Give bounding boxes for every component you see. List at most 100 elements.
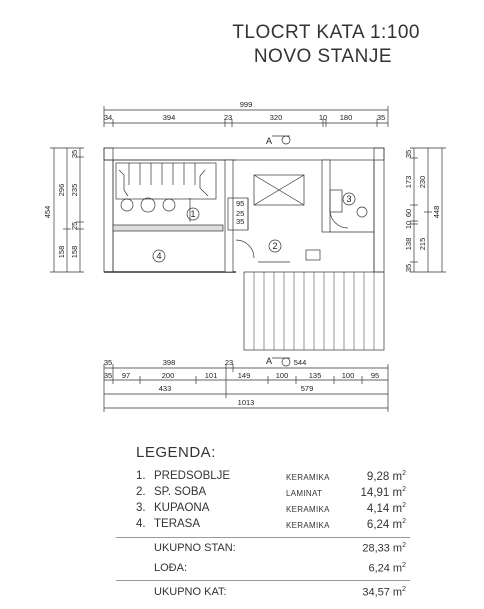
legend-row-area: 14,91 m2 [360,486,406,499]
summary-label: UKUPNO STAN: [154,542,236,554]
summary-label: UKUPNO KAT: [154,586,227,598]
dim-left-inner-1: 35 [70,150,79,158]
dim-bot-r1-4: 544 [294,358,307,367]
wall-right [373,147,385,273]
dim-left-inner-2: 235 [70,184,79,197]
dim-bot-r2-7: 135 [309,371,322,380]
light-fixture-1 [120,198,134,212]
staircase [115,162,217,200]
legend-row-material: KERAMIKA [286,473,330,482]
light-fixture-2 [140,197,156,213]
legend-row: 3. KUPAONA KERAMIKA 4,14 m2 [0,502,484,517]
bed [253,174,305,206]
wall-left [103,147,114,273]
dim-left-outer: 454 [43,206,52,219]
legend-row-name: TERASA [154,518,201,530]
dim-right-inner-3: 60 [404,209,413,217]
room-number-1: 1 [190,209,195,219]
dim-left-mid-2: 158 [57,246,66,259]
dim-bot-total: 1013 [238,398,255,407]
legend-row-area: 6,24 m2 [366,518,406,531]
stair-treads [118,163,209,197]
wall-bathroom [321,159,331,233]
room-number-4: 4 [156,251,161,261]
floor-plan-drawing: 999 34 394 23 320 10 180 35 A A 35 398 2… [43,100,446,412]
dim-right-inner-6: 35 [404,264,413,272]
door-arc-hall [235,239,255,259]
dim-right-inner-4: 10 [404,221,413,229]
dim-top-seg-3: 23 [224,113,232,122]
dim-right-outer: 448 [432,206,441,219]
dim-ticks-top [103,106,389,127]
dim-right-mid-1: 230 [418,176,427,189]
bathroom-fixture [329,189,343,213]
section-marker-bottom-circle [281,357,291,367]
summary-value: 6,24 m2 [368,562,406,575]
wall-hall-bedroom [224,159,234,273]
dim-bot-r3-2: 579 [301,384,314,393]
legend-row-material: KERAMIKA [286,521,330,530]
legend-row: 2. SP. SOBA LAMINAT 14,91 m2 [0,486,484,501]
divider [116,537,410,538]
legend-row-num: 4. [136,518,146,530]
divider [116,580,410,581]
dim-small-2: 25 [236,209,244,218]
dim-bot-r2-9: 95 [371,371,379,380]
room-number-3: 3 [346,194,351,204]
light-fixture-3 [162,198,176,212]
dim-ticks-left [50,147,84,273]
legend-row-num: 2. [136,486,146,498]
legend-row-name: PREDSOBLJE [154,470,231,482]
legend-row-area: 9,28 m2 [366,470,406,483]
legend-row-num: 1. [136,470,146,482]
dim-top-seg-4: 320 [270,113,283,122]
dim-right-inner-5: 138 [404,238,413,251]
dim-bot-r1-1: 35 [104,358,112,367]
dim-bot-r1-2: 398 [163,358,176,367]
summary-value: 28,33 m2 [362,542,406,555]
wall-room-1-4 [112,224,224,232]
dim-left-mid-1: 296 [57,184,66,197]
dim-bot-r3-1: 433 [159,384,172,393]
dim-bot-r2-6: 100 [276,371,289,380]
legend-row-name: SP. SOBA [154,486,207,498]
legend-row: 1. PREDSOBLJE KERAMIKA 9,28 m2 [0,470,484,485]
legend-row-material: KERAMIKA [286,505,330,514]
dim-ticks-right [410,147,446,273]
dim-right-inner-1: 35 [404,150,413,158]
dim-right-inner-2: 173 [404,176,413,189]
dim-left-inner-3: 25 [70,222,79,230]
dim-top-seg-5: 10 [319,113,327,122]
dim-ticks-bottom [103,364,389,412]
dim-top-seg-7: 35 [377,113,385,122]
section-label-bottom: A [266,356,272,366]
dim-bot-r2-5: 149 [238,371,251,380]
dim-left-inner-4: 158 [70,246,79,259]
dim-bot-r1-3: 23 [225,358,233,367]
dim-bot-r2-1: 35 [104,371,112,380]
summary-value: 34,57 m2 [362,586,406,599]
dim-top-seg-1: 34 [104,113,112,122]
dim-small-1: 95 [236,199,244,208]
legend-row: 4. TERASA KERAMIKA 6,24 m2 [0,518,484,533]
dim-right-mid-2: 215 [418,238,427,251]
dim-bot-r2-3: 200 [162,371,175,380]
legend-row-material: LAMINAT [286,489,323,498]
dim-bot-r2-2: 97 [122,371,130,380]
section-marker-top-circle [281,135,291,145]
dim-top-seg-2: 394 [163,113,176,122]
desk [305,249,321,261]
legend-row-num: 3. [136,502,146,514]
plan-subtitle: NOVO STANJE [253,46,392,67]
legend-title: LEGENDA: [136,444,216,461]
summary-label: LOĐA: [154,562,188,574]
dim-bot-r2-4: 101 [205,371,218,380]
room-number-2: 2 [272,241,277,251]
dim-small-3: 35 [236,217,244,226]
legend-row-area: 4,14 m2 [366,502,406,515]
terrace-planks [253,272,375,350]
wall-top [103,147,385,161]
section-label-top: A [266,136,272,146]
dim-top-seg-6: 180 [340,113,353,122]
dim-top-total: 999 [240,100,253,109]
